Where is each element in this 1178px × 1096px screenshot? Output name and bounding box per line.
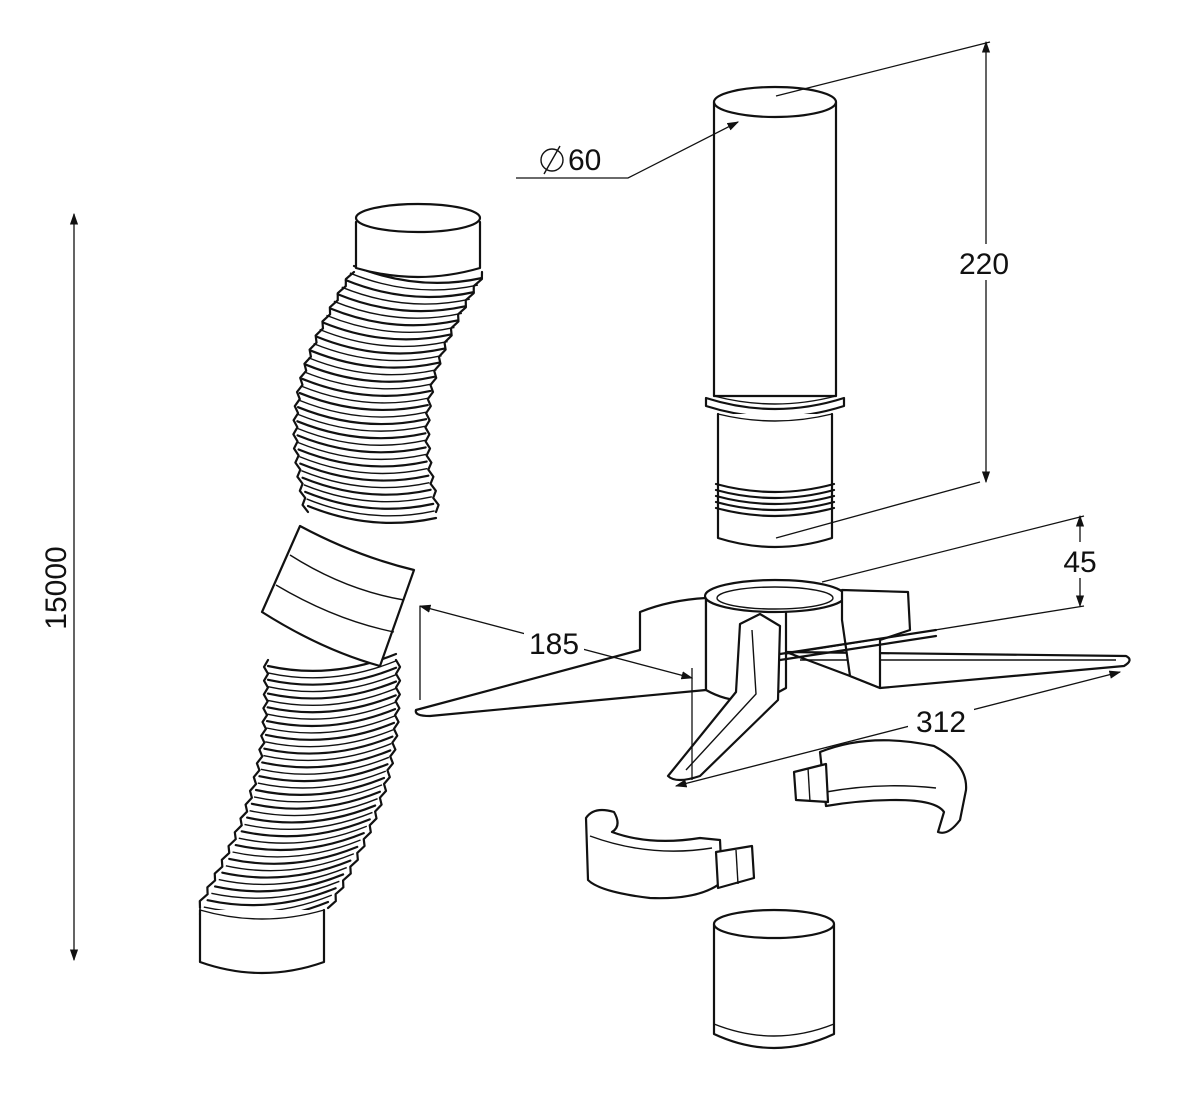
hose-rib [225, 853, 355, 872]
hose-rib [349, 272, 479, 291]
hose-rib [341, 286, 470, 305]
hose-rib [246, 804, 377, 824]
hose-rib [297, 427, 426, 446]
hose-rib [303, 484, 432, 503]
diameter-symbol [540, 145, 564, 175]
straight-pipe [704, 85, 846, 549]
hose-rib [234, 832, 365, 852]
hose-rib [238, 825, 368, 844]
hose-rib [301, 470, 430, 489]
dim-base-height: 45 [785, 514, 1102, 655]
hose-rib [305, 363, 436, 383]
hose-rib [328, 307, 460, 327]
hose-rib [206, 887, 337, 907]
hose-outline-right [326, 658, 402, 910]
hose-rib [228, 845, 359, 865]
hose-rib [315, 335, 446, 355]
hose-rib [267, 660, 397, 679]
hose-rib [306, 498, 435, 517]
hose-rib [319, 328, 448, 348]
hose-rib [266, 694, 397, 714]
hose-rib [244, 811, 373, 831]
hose-rib [301, 476, 432, 496]
hose-top-cuff [354, 202, 482, 279]
dim-base-half-span: 185 [418, 604, 694, 780]
hose-rib [297, 448, 428, 468]
hose-rib [265, 729, 394, 748]
hose-rib [254, 776, 386, 796]
hose-rib [298, 399, 427, 418]
hose-rib [267, 701, 396, 720]
hose-outline-left [292, 270, 356, 514]
hose-rib [267, 687, 397, 707]
hose-rib [300, 385, 430, 404]
dim-base-span: 312 [674, 670, 1122, 788]
hose-rib [221, 859, 352, 879]
pipe-seal-rings [714, 482, 836, 518]
dim-hose-length-label: 15000 [40, 546, 73, 629]
dim-base-height-label: 45 [1063, 546, 1096, 579]
hose-rib [263, 742, 392, 762]
hose-rib [266, 715, 395, 734]
hose-rib [296, 406, 428, 426]
end-cap [712, 908, 836, 1050]
hose-middle-section [260, 524, 416, 668]
hose-rib [344, 279, 475, 299]
hose-rib [336, 293, 467, 313]
dim-pipe-diameter-label: 60 [568, 144, 601, 177]
hose-rib [326, 314, 455, 334]
hose-rib [249, 798, 378, 817]
hose-rib [265, 708, 397, 728]
clamp-half-right [792, 739, 968, 834]
hose-bottom-cuff [198, 908, 326, 975]
flexible-hose [198, 202, 484, 975]
hose-outline-right [424, 270, 484, 514]
hose-rib [258, 763, 389, 783]
hose-rib [296, 420, 427, 440]
hose-rib [264, 721, 396, 741]
dim-pipe-length: 220 [775, 40, 1018, 539]
clamp-half-left [584, 808, 756, 900]
hose-rib [240, 818, 371, 838]
hose-rib [267, 674, 397, 693]
hose-rib [261, 749, 392, 769]
hose-rib [266, 666, 398, 686]
hose-rib [309, 349, 441, 369]
hose-rib [304, 490, 435, 510]
hose-rib [211, 880, 340, 899]
hose-rib [333, 300, 463, 319]
hose-rib [299, 455, 428, 475]
hose-rib [297, 413, 426, 432]
hose-rib [263, 735, 394, 755]
hose-rib [218, 866, 348, 886]
dim-pipe-length-label: 220 [959, 248, 1009, 281]
base-bracket [414, 578, 1131, 782]
hose-rib [321, 321, 453, 341]
dim-base-span-label: 312 [916, 706, 966, 739]
hose-rib [299, 462, 430, 482]
hose-outline-left [198, 658, 270, 910]
hose-rib [257, 770, 387, 789]
hose-rib [260, 756, 390, 775]
hose-rib [306, 504, 438, 524]
hose-rib [301, 377, 432, 397]
hose-rib [253, 784, 383, 803]
hose-rib [232, 839, 361, 858]
hose-rib [266, 680, 398, 700]
dim-pipe-diameter: 60 [516, 121, 740, 179]
pipe-flange [704, 395, 846, 419]
hose-rib [313, 342, 442, 362]
hose-rib [298, 391, 429, 412]
dim-hose-length: 15000 [40, 212, 79, 962]
hose-rib [296, 434, 427, 454]
hose-rib [308, 357, 437, 376]
dim-base-half-span-label: 185 [529, 628, 579, 661]
hose-rib [213, 873, 345, 893]
hose-rib [297, 441, 427, 461]
hose-rib [250, 790, 381, 810]
hose-rib [303, 371, 433, 390]
